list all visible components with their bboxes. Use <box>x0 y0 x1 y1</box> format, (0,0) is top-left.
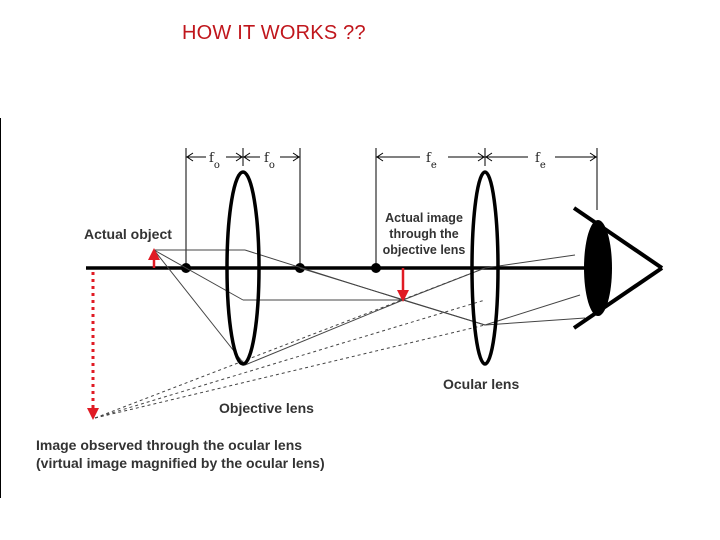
focal-label-fo-1: fo <box>209 151 220 171</box>
label-observed-line2: (virtual image magnified by the ocular l… <box>36 455 325 471</box>
label-actual-image-line2: through the <box>389 227 458 241</box>
objective-lens <box>225 170 261 366</box>
actual-image-arrow <box>397 268 409 302</box>
virtual-rays <box>94 267 486 419</box>
virtual-image-arrow <box>87 272 99 420</box>
slide-title: HOW IT WORKS ?? <box>182 22 366 44</box>
label-observed-line1: Image observed through the ocular lens <box>36 437 302 453</box>
ocular-lens <box>470 170 500 366</box>
label-actual-image-line1: Actual image <box>385 211 463 225</box>
focal-label-fo-2: fo <box>264 151 275 171</box>
label-ocular-lens: Ocular lens <box>443 376 519 392</box>
actual-object-arrow <box>148 248 160 268</box>
label-actual-object: Actual object <box>84 226 172 242</box>
label-actual-image-line3: objective lens <box>383 243 466 257</box>
focal-dimensions <box>185 148 598 270</box>
focal-label-fe-2: fe <box>535 151 546 171</box>
focal-point <box>371 263 381 273</box>
focal-label-fe-1: fe <box>426 151 437 171</box>
label-objective-lens: Objective lens <box>219 400 314 416</box>
eye-icon <box>572 206 664 330</box>
